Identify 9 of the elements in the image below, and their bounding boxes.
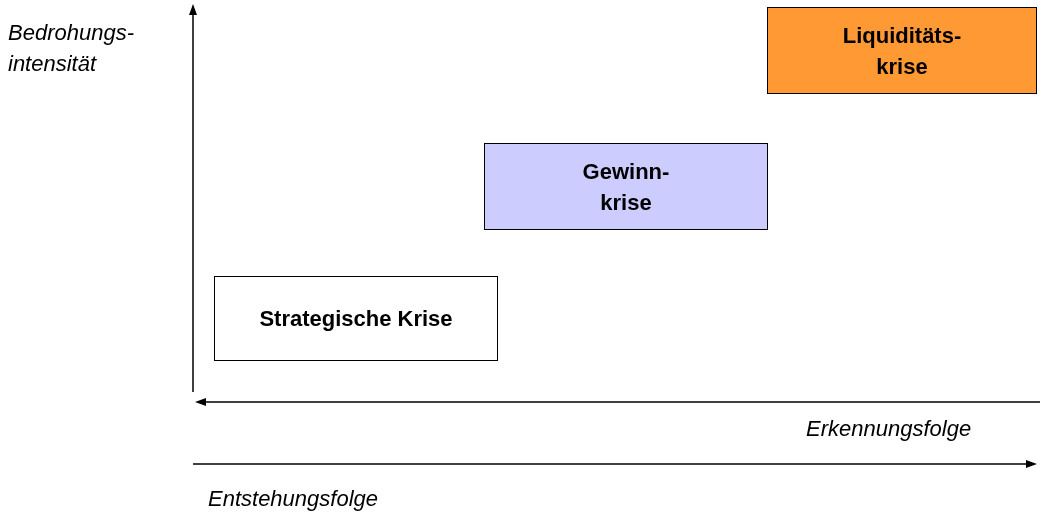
crisis-box (214, 276, 498, 361)
box-title: Gewinn- krise (581, 157, 671, 217)
axis-label: Entstehungsfolge (208, 485, 380, 513)
crisis-box (767, 7, 1037, 94)
axis-label: Erkennungsfolge (806, 415, 973, 443)
axis-label: Bedrohungs- intensität (8, 19, 135, 78)
crisis-box (484, 143, 768, 230)
box-title: Liquiditäts- krise (841, 21, 963, 81)
box-title: Strategische Krise (258, 305, 454, 333)
